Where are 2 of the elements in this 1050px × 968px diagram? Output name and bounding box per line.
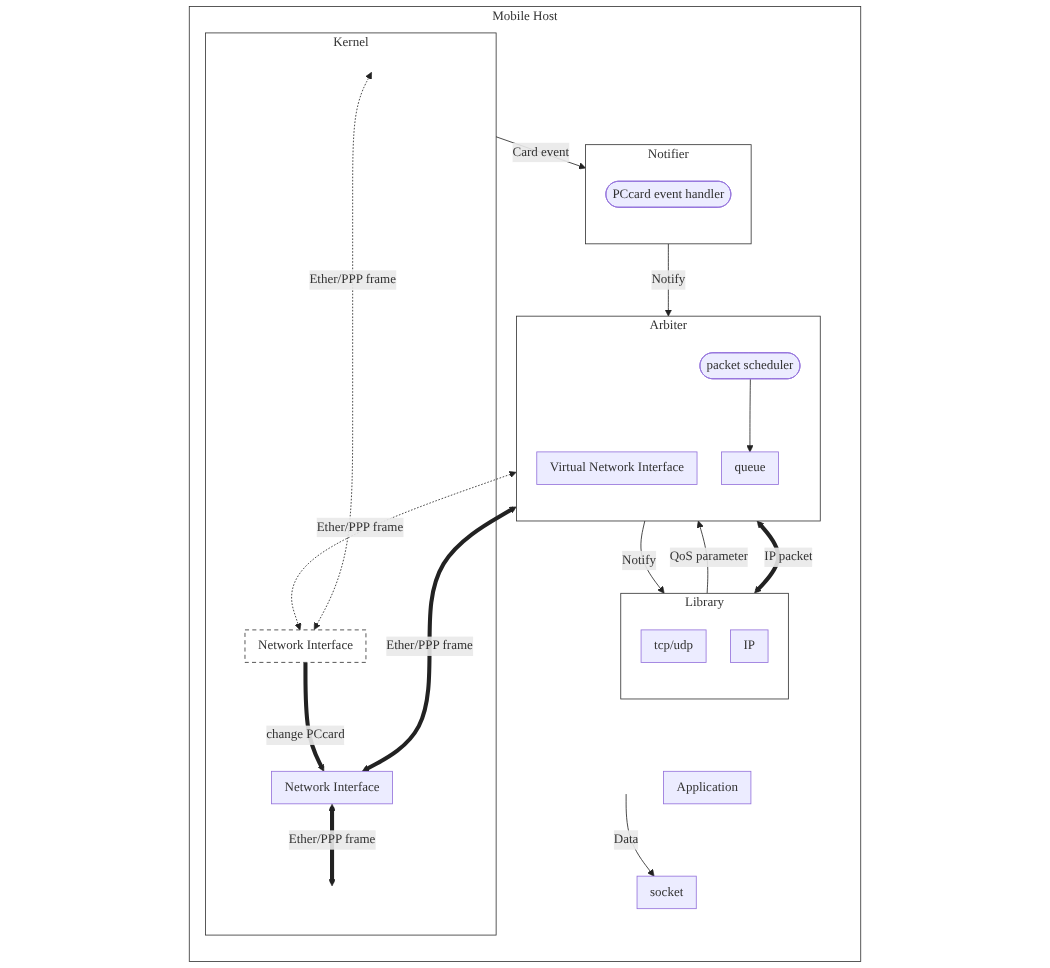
arrow bbox=[291, 471, 517, 631]
arrow bbox=[361, 506, 517, 772]
